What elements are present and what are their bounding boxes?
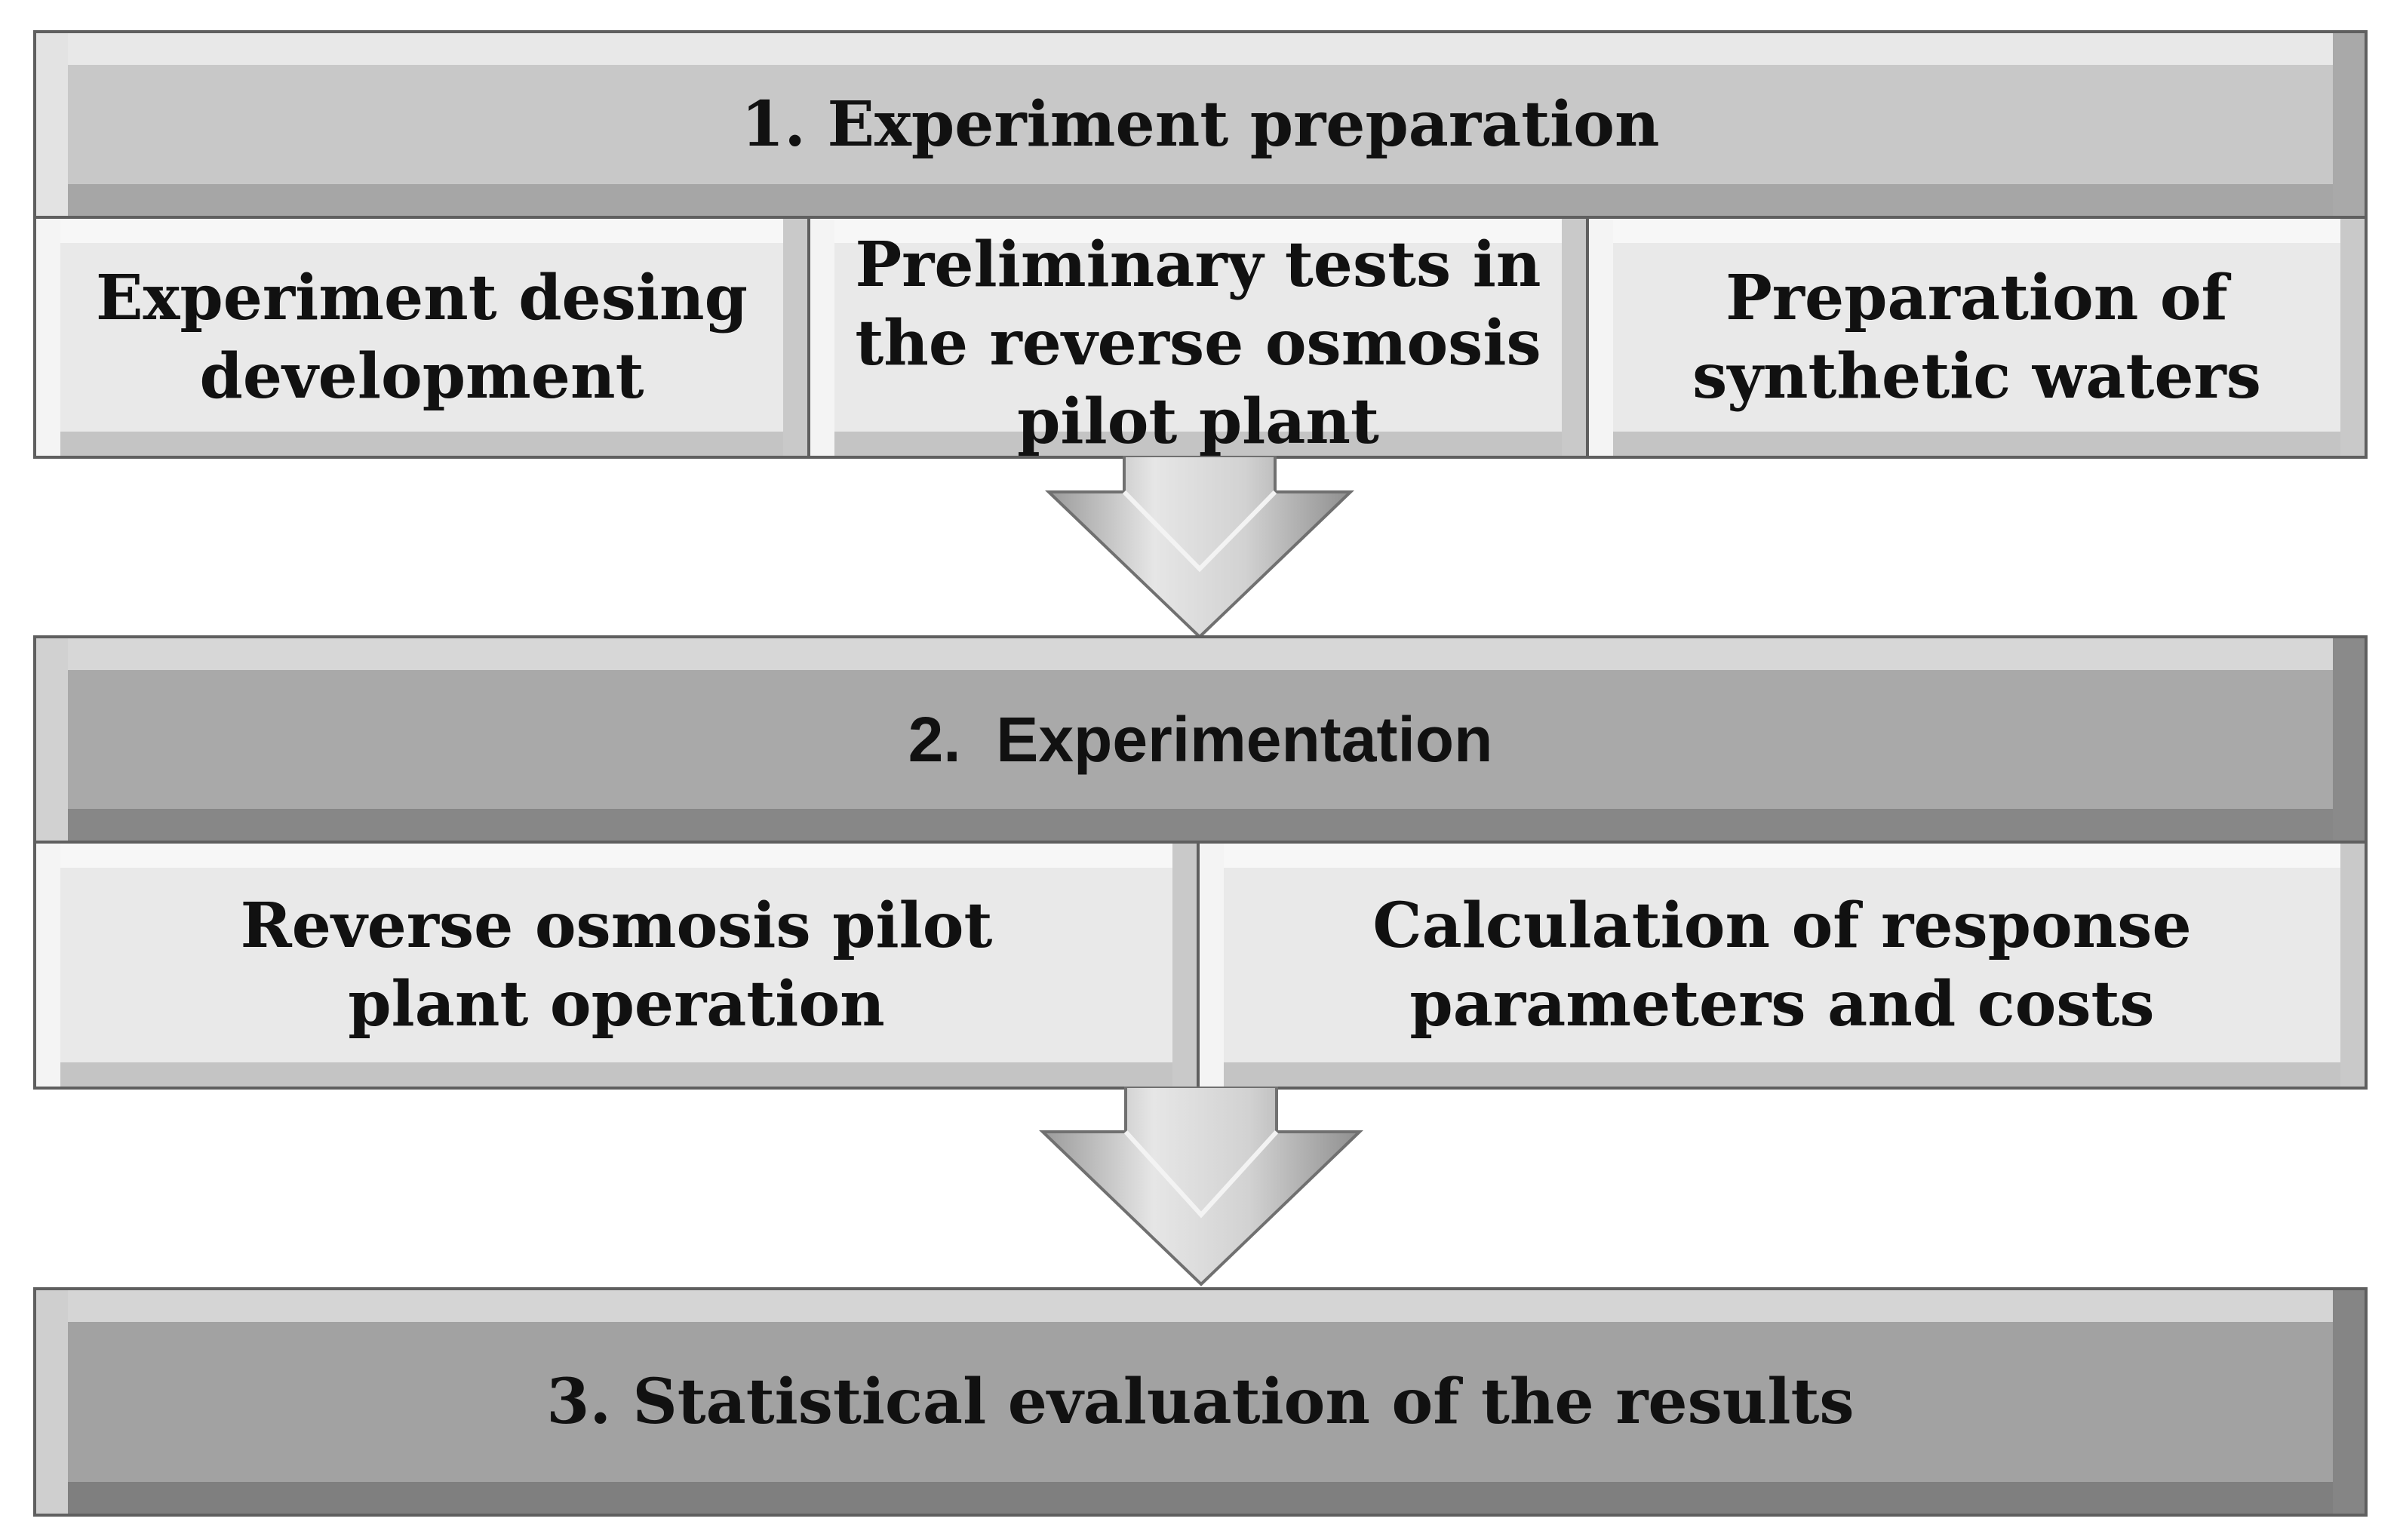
stage2-step-label: Calculation of response parameters and c… <box>1372 890 2192 1040</box>
stage1-step-preliminary-tests: Preliminary tests in the reverse osmosis… <box>807 216 1589 459</box>
stage3-header: 3. Statistical evaluation of the results <box>33 1287 2368 1517</box>
stage1-step-label: Preliminary tests in the reverse osmosis… <box>855 229 1541 458</box>
stage1-step-label: Preparation of synthetic waters <box>1692 262 2261 413</box>
stage2-step-label: Reverse osmosis pilot plant operation <box>240 890 993 1040</box>
stage3-title: 3. Statistical evaluation of the results <box>546 1366 1855 1438</box>
stage2-step-response-parameters: Calculation of response parameters and c… <box>1197 841 2368 1090</box>
down-arrow-icon <box>1039 1087 1363 1286</box>
stage1-step-synthetic-waters: Preparation of synthetic waters <box>1586 216 2368 459</box>
stage2-step-pilot-plant-operation: Reverse osmosis pilot plant operation <box>33 841 1200 1090</box>
stage1-title: 1. Experiment preparation <box>741 88 1660 161</box>
down-arrow-icon <box>1045 456 1354 639</box>
stage1-header: 1. Experiment preparation <box>33 30 2368 219</box>
stage1-step-experiment-design: Experiment desing development <box>33 216 810 459</box>
stage2-header: 2. Experimentation <box>33 635 2368 844</box>
stage2-title: 2. Experimentation <box>908 704 1493 775</box>
stage1-step-label: Experiment desing development <box>95 262 748 413</box>
